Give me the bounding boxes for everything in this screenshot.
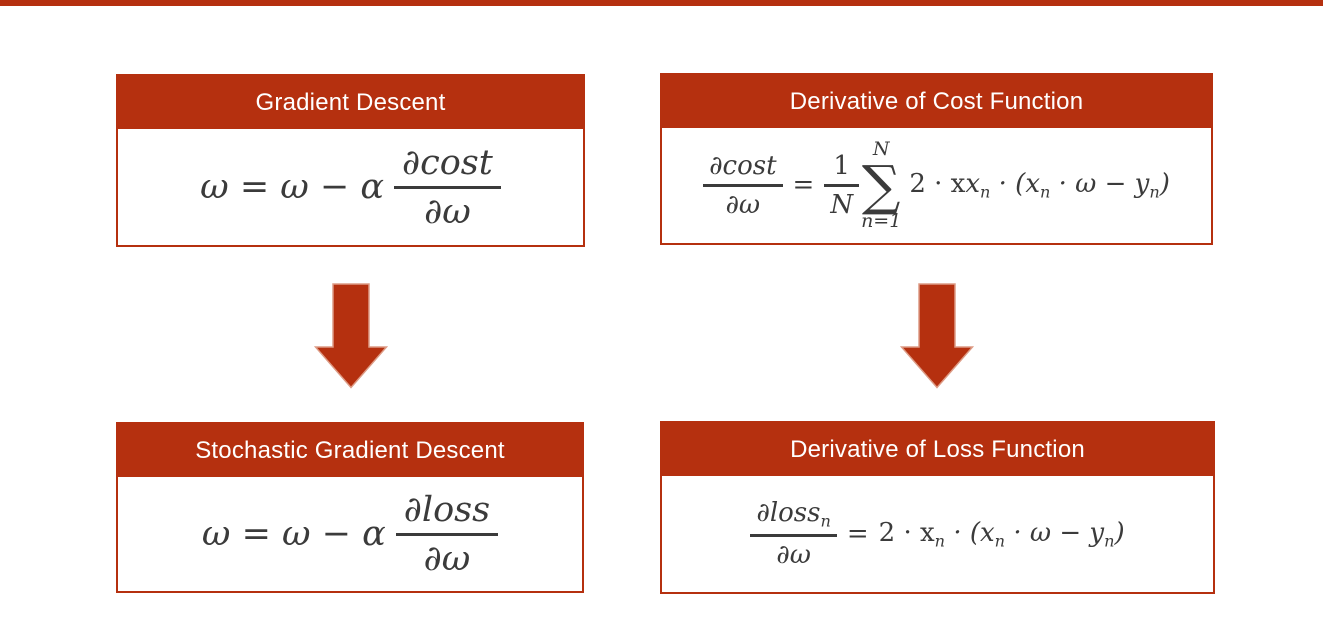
gradient-descent-body: ω = ω − α ∂cost ∂ω <box>118 129 583 245</box>
equals-sign: = <box>792 170 815 201</box>
term-part: · (x <box>945 517 995 548</box>
equals-sign: = <box>846 518 869 549</box>
term-part: · ω − y <box>1050 169 1150 200</box>
fraction: ∂cost ∂ω <box>394 143 501 232</box>
fraction: 1 N <box>824 151 860 220</box>
term-part: · ω − y <box>1005 517 1105 548</box>
term-part: ) <box>1114 517 1125 548</box>
fraction-numerator: ∂lossn <box>750 498 837 537</box>
sum-lower-limit: n=1 <box>861 210 902 233</box>
subscript: n <box>820 511 831 531</box>
fraction: ∂loss ∂ω <box>395 490 499 579</box>
fraction-denominator: ∂ω <box>423 538 471 579</box>
fraction-numerator: ∂cost <box>394 143 501 189</box>
term-part: · (x <box>990 169 1040 200</box>
loss-derivative-title: Derivative of Loss Function <box>662 423 1213 476</box>
cost-derivative-body: ∂cost ∂ω = 1 N N ∑ n=1 2 · xxn · (xn · ω… <box>662 128 1211 243</box>
subscript: n <box>1039 182 1051 202</box>
term-part: ) <box>1159 169 1170 200</box>
summation: N ∑ n=1 <box>861 139 901 232</box>
cost-derivative-box: Derivative of Cost Function ∂cost ∂ω = 1… <box>660 73 1213 245</box>
subscript: n <box>1149 182 1160 202</box>
fraction-denominator: ∂ω <box>776 539 811 570</box>
term-part: 2 · x <box>878 517 935 548</box>
sum-upper-limit: N <box>872 137 890 160</box>
subscript: n <box>979 182 991 202</box>
down-arrow-icon <box>900 283 974 389</box>
sigma-icon: ∑ <box>861 153 901 217</box>
cost-derivative-title: Derivative of Cost Function <box>662 75 1211 128</box>
stochastic-gradient-descent-formula: ω = ω − α ∂loss ∂ω <box>201 490 499 579</box>
fraction: ∂cost ∂ω <box>703 151 783 220</box>
fraction-numerator: ∂loss <box>395 490 499 536</box>
subscript: n <box>934 531 946 551</box>
top-accent-bar <box>0 0 1323 6</box>
fraction-denominator: N <box>830 189 854 220</box>
stochastic-gradient-descent-title: Stochastic Gradient Descent <box>118 424 582 477</box>
loss-derivative-box: Derivative of Loss Function ∂lossn ∂ω = … <box>660 421 1215 594</box>
fraction-numerator: ∂cost <box>703 151 783 187</box>
gradient-descent-box: Gradient Descent ω = ω − α ∂cost ∂ω <box>116 74 585 247</box>
formula-lead: ω = ω − α <box>201 514 386 554</box>
term-part: 2 · x <box>909 169 966 200</box>
fraction: ∂lossn ∂ω <box>750 498 837 570</box>
formula-term: 2 · xn · (xn · ω − yn) <box>879 518 1125 551</box>
cost-derivative-formula: ∂cost ∂ω = 1 N N ∑ n=1 2 · xxn · (xn · ω… <box>703 139 1170 232</box>
stochastic-gradient-descent-body: ω = ω − α ∂loss ∂ω <box>118 477 582 591</box>
fraction-denominator: ∂ω <box>424 191 471 232</box>
subscript: n <box>994 531 1006 551</box>
gradient-descent-title: Gradient Descent <box>118 76 583 129</box>
loss-derivative-formula: ∂lossn ∂ω = 2 · xn · (xn · ω − yn) <box>750 498 1125 570</box>
subscript: n <box>1104 531 1115 551</box>
formula-lead: ω = ω − α <box>200 167 385 207</box>
loss-derivative-body: ∂lossn ∂ω = 2 · xn · (xn · ω − yn) <box>662 476 1213 592</box>
fraction-denominator: ∂ω <box>725 189 761 220</box>
down-arrow-icon <box>314 283 388 389</box>
stochastic-gradient-descent-box: Stochastic Gradient Descent ω = ω − α ∂l… <box>116 422 584 593</box>
gradient-descent-formula: ω = ω − α ∂cost ∂ω <box>200 143 501 232</box>
formula-term: 2 · xxn · (xn · ω − yn) <box>909 169 1170 202</box>
fraction-numerator: 1 <box>824 151 860 187</box>
